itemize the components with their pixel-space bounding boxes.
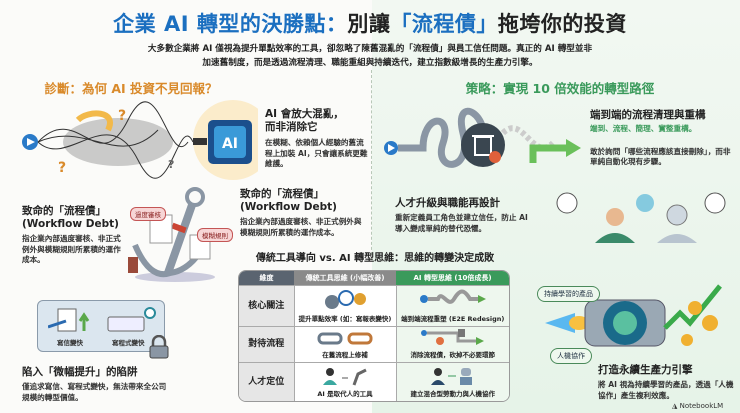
notebooklm-logo: ◮ NotebookLM [672, 402, 724, 410]
row-dimension: 對待流程 [239, 325, 294, 363]
micro-gain-card: 寫信變快 寫程式變快 [37, 300, 165, 352]
engine-block: 打造永續生產力引擎 將 AI 視為持續學習的產品，透過「人機協作」產生複利效應。 [598, 364, 738, 401]
table-row: 核心關注 提升單點效率 (如：寫報表變快) 端到端流程重塑 (E2E Redes… [239, 284, 509, 326]
page-title: 企業 AI 轉型的決勝點：別讓「流程債」拖垮你的投資 [0, 8, 740, 38]
cleanup-desc: 敢於詢問「哪些流程應該直接刪除」，而非單純自動化現有步驟。 [590, 146, 731, 167]
anchor-tag: 模糊規則 [197, 228, 233, 242]
subtitle-line: 加速舊制度，而是透過流程清理、職能重組與持續迭代，建立指數級增長的生產力引擎。 [202, 58, 538, 68]
cleanup-block: 端到端的流程清理與重構 端到、流程、簡理、實整重構。 敢於詢問「哪些流程應該直接… [590, 109, 738, 168]
strategy-heading: 策略：實現 10 倍效能的轉型路徑 [465, 81, 655, 96]
row-dimension: 核心關注 [239, 284, 294, 326]
title-part: 企業 AI 轉型的決勝點： [113, 12, 348, 36]
human-ai-handshake-illustration [556, 192, 726, 243]
debt-title: 致命的「流程債」 [22, 205, 106, 217]
chaos-block: AI 會放大混亂， 而非消除它 在模糊、依賴個人經驗的舊流程上加裝 AI，只會讓… [265, 108, 370, 170]
svg-text:?: ? [118, 108, 126, 124]
person-robot-arm-icon [323, 368, 367, 386]
cleanup-subtitle: 端到、流程、簡理、實整重構。 [590, 124, 697, 133]
table-row: 對待流程 在舊流程上修補 消除流程債，砍掉不必要環節 [239, 325, 509, 363]
subtitle: 大多數企業將 AI 僅視為提升單點效率的工具，卻忽略了陳舊混亂的「流程債」與員工… [0, 42, 740, 70]
card-label: 寫程式變快 [112, 339, 145, 347]
title-part: 「流程債」 [390, 12, 498, 36]
debt-title: (Workflow Debt) [240, 201, 337, 213]
svg-text:?: ? [58, 160, 66, 176]
engine-title: 打造永續生產力引擎 [598, 364, 693, 376]
engine-desc: 將 AI 視為持續學習的產品，透過「人機協作」產生複利效應。 [598, 380, 734, 400]
chaos-title: AI 會放大混亂， [265, 108, 344, 120]
card-label: 寫信變快 [57, 339, 83, 347]
debt-title: (Workflow Debt) [22, 218, 119, 230]
engine-tag: 人機協作 [550, 348, 592, 364]
comparison-table: 維度 傳統工具思維 (小幅改善) AI 轉型思維 (10倍成長) 核心關注 提升… [238, 270, 510, 402]
cell-text: 消除流程債，砍掉不必要環節 [410, 351, 496, 360]
trap-desc: 僅追求寫信、寫程式變快，無法帶來全公司規模的轉型價值。 [22, 382, 167, 402]
table-row: 人才定位 AI 是取代人的工具 建立混合型勞動力與人機協作 [239, 362, 509, 401]
debt-desc: 指企業內部過度審核、非正式例外與模糊規則所累積的運作成本。 [240, 217, 362, 237]
cell-text: 在舊流程上修補 [322, 351, 368, 360]
title-part: 拖垮你的投資 [497, 12, 627, 36]
row-traditional: AI 是取代人的工具 [293, 362, 397, 401]
diagnosis-heading: 診斷：為何 AI 投資不見回報？ [44, 81, 218, 96]
brand-text: NotebookLM [679, 402, 724, 410]
title-part: 別讓 [347, 12, 391, 36]
tangled-workflow-illustration: ? ? ? AI [22, 100, 258, 180]
section-divider [371, 70, 372, 260]
cell-text: AI 是取代人的工具 [317, 390, 373, 398]
writing-keyboard-icons [48, 307, 156, 332]
chaos-title: 而非消除它 [265, 121, 318, 133]
talent-block: 人才升級與職能再設計 重新定義員工角色並建立信任，防止 AI 導入變成單純的替代… [395, 197, 530, 234]
debt-right-block: 致命的「流程債」 (Workflow Debt) 指企業內部過度審核、非正式例外… [240, 188, 365, 238]
cell-text: 端到端流程重塑 (E2E Redesign) [401, 314, 505, 323]
productivity-engine-illustration [545, 284, 722, 347]
anchor-tag: 過度審核 [130, 207, 166, 221]
header-dimension: 維度 [239, 271, 294, 285]
comparison-title: 傳統工具導向 vs. AI 轉型思維：思維的轉變決定成敗 [255, 253, 495, 264]
talent-title: 人才升級與職能再設計 [395, 197, 500, 209]
svg-text:?: ? [168, 158, 174, 171]
subtitle-line: 大多數企業將 AI 僅視為提升單點效率的工具，卻忽略了陳舊混亂的「流程債」與員工… [147, 44, 593, 54]
chaos-desc: 在模糊、依賴個人經驗的舊流程上加裝 AI，只會讓系統更難維護。 [265, 138, 368, 168]
pipe-cleanup-illustration [384, 107, 581, 168]
engine-tag: 持續學習的產品 [537, 286, 600, 302]
broken-chain-icon [317, 332, 373, 345]
streamlined-pipe-icon [419, 289, 486, 304]
human-robot-collab-icon [430, 368, 472, 385]
cell-text: 建立混合型勞動力與人機協作 [410, 390, 496, 398]
header-ai: AI 轉型思維 (10倍成長) [396, 271, 509, 285]
row-ai: 消除流程債，砍掉不必要環節 [395, 325, 509, 363]
row-ai: 建立混合型勞動力與人機協作 [395, 362, 509, 401]
row-traditional: 在舊流程上修補 [293, 325, 397, 363]
pipe-trash-icon [420, 329, 484, 346]
trap-block: 陷入「微幅提升」的陷阱 僅追求寫信、寫程式變快，無法帶來全公司規模的轉型價值。 [22, 366, 172, 403]
header-traditional: 傳統工具思維 (小幅改善) [294, 271, 397, 285]
gears-magnifier-icon [325, 289, 367, 309]
row-traditional: 提升單點效率 (如：寫報表變快) [293, 284, 397, 326]
cell-text: 提升單點效率 (如：寫報表變快) [298, 314, 392, 323]
row-ai: 端到端流程重塑 (E2E Redesign) [395, 284, 509, 326]
lock-icon [149, 335, 169, 359]
row-dimension: 人才定位 [239, 362, 294, 401]
talent-desc: 重新定義員工角色並建立信任，防止 AI 導入變成單純的替代恐懼。 [395, 213, 528, 233]
debt-left-block: 致命的「流程債」 (Workflow Debt) 指企業內部過度審核、非正式例外… [22, 205, 122, 266]
debt-title: 致命的「流程債」 [240, 188, 324, 200]
cleanup-title: 端到端的流程清理與重構 [590, 109, 706, 121]
chip-label: AI [222, 136, 238, 152]
trap-title: 陷入「微幅提升」的陷阱 [22, 366, 138, 378]
debt-desc: 指企業內部過度審核、非正式例外與模糊規則所累積的運作成本。 [22, 234, 121, 264]
